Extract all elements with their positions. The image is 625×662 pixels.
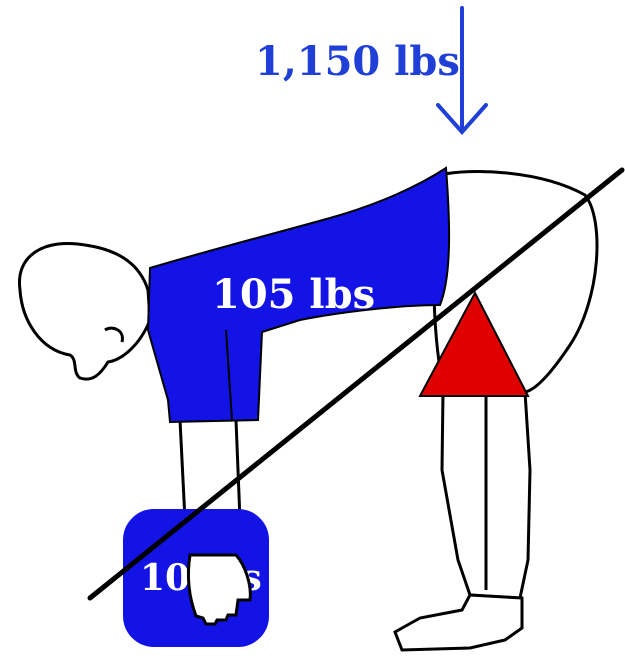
head bbox=[19, 243, 150, 379]
torso-weight-label: 105 lbs bbox=[212, 271, 375, 318]
legs bbox=[395, 392, 530, 650]
force-label: 1,150 lbs bbox=[255, 38, 460, 85]
